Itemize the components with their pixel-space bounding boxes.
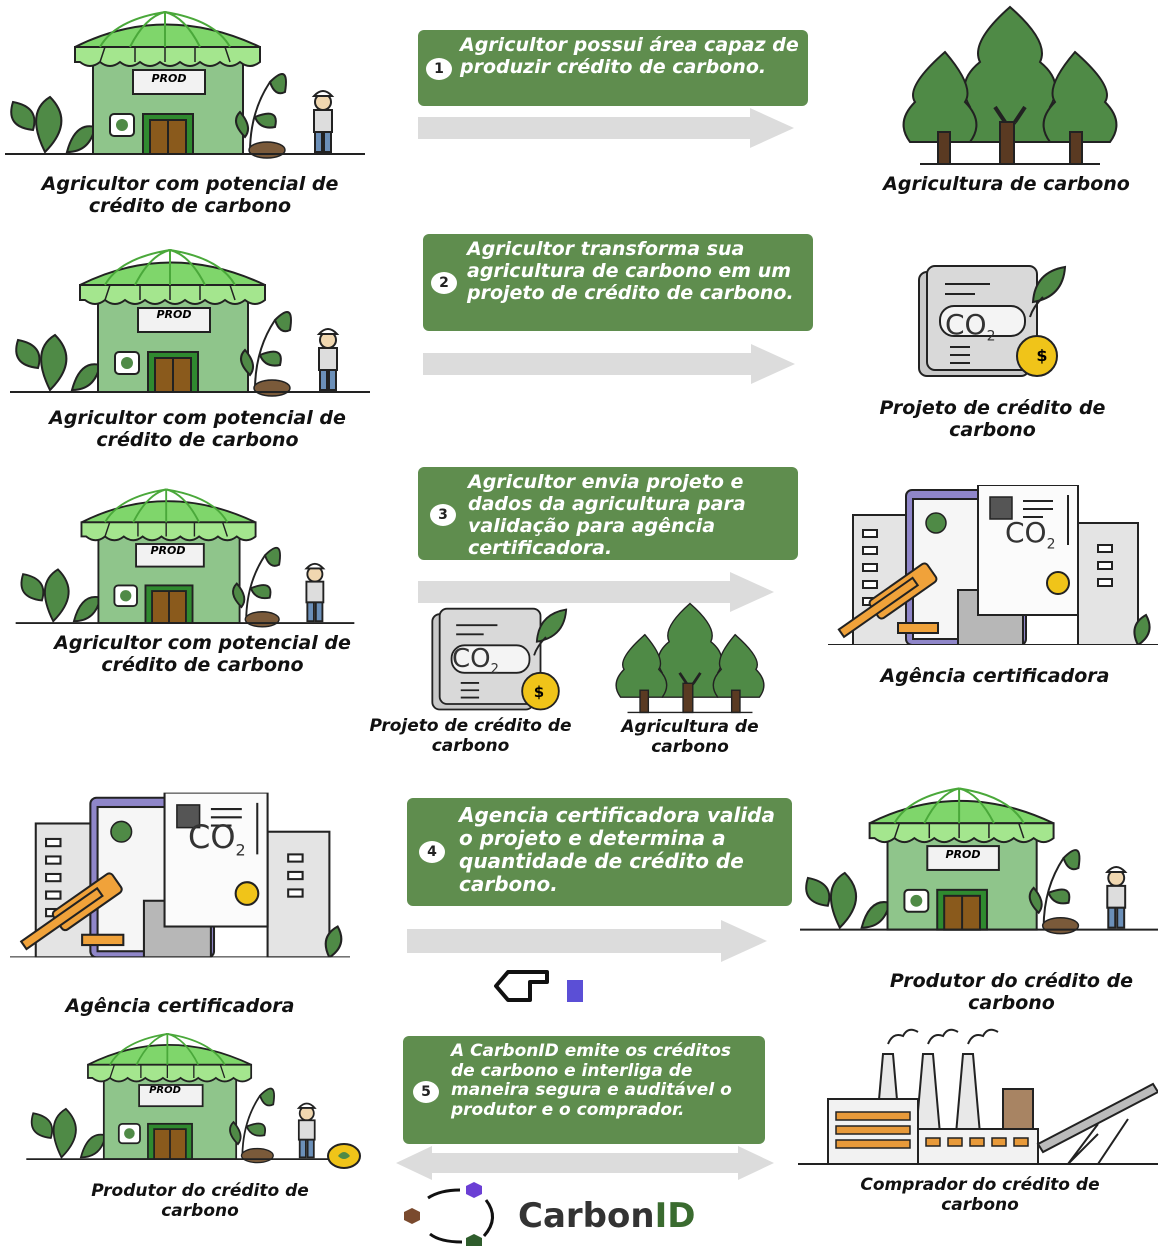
co2-project-document	[422, 605, 582, 715]
step-5-text: A CarbonID emite os créditos de carbono …	[451, 1041, 732, 1120]
shop-sign: PROD	[945, 848, 981, 861]
pointer-hand-icon	[494, 970, 583, 1002]
caption-carbon-farming-1: Agricultura de carbono	[883, 173, 1130, 195]
shop-sign: PROD	[151, 72, 187, 85]
shop-sign: PROD	[156, 308, 192, 321]
coin-icon	[327, 1143, 361, 1169]
step-1-text: Agricultor possui área capaz de produzir…	[460, 34, 799, 78]
shop-illustration	[10, 240, 370, 410]
shop-sign: PROD	[149, 1085, 181, 1096]
co2-text: CO2	[188, 818, 246, 860]
step-4-text: Agencia certificadora valida o projeto e…	[459, 803, 775, 896]
step-3-box: 3 Agricultor envia projeto e dados da ag…	[418, 467, 798, 560]
trees-illustration	[605, 600, 775, 718]
shop-sign: PROD	[150, 544, 186, 557]
step-2-text: Agricultor transforma sua agricultura de…	[467, 238, 794, 304]
caption-project-1: Projeto de crédito de carbono	[879, 397, 1106, 441]
caption-agency-1: Agência certificadora	[880, 665, 1110, 687]
coin-dollar: $	[1036, 346, 1048, 365]
double-arrow	[396, 1146, 774, 1180]
trees-illustration	[900, 2, 1120, 172]
step-5-number: 5	[413, 1081, 439, 1103]
caption-producer-2: Produtor do crédito de carbono	[91, 1181, 309, 1221]
step-3-number: 3	[430, 504, 456, 526]
step-2-box: 2 Agricultor transforma sua agricultura …	[423, 234, 813, 331]
agency-illustration	[10, 775, 350, 975]
factory-illustration	[798, 1024, 1158, 1169]
caption-farmer-3: Agricultor com potencial de crédito de c…	[54, 632, 351, 676]
step-2-number: 2	[431, 272, 457, 294]
shop-illustration	[5, 480, 365, 640]
step-4-box: 4 Agencia certificadora valida o projeto…	[407, 798, 792, 906]
shop-illustration	[800, 778, 1158, 948]
caption-agency-2: Agência certificadora	[65, 995, 295, 1017]
co2-text: CO2	[945, 308, 996, 345]
coin-dollar: $	[533, 683, 545, 701]
step-1-number: 1	[426, 58, 452, 80]
right-arrow-3	[418, 572, 774, 612]
right-arrow-4	[407, 920, 767, 962]
carbonid-logo-mark	[404, 1182, 494, 1246]
caption-farmer-1: Agricultor com potencial de crédito de c…	[41, 173, 339, 217]
step-4-number: 4	[419, 841, 445, 863]
step-1-box: 1 Agricultor possui área capaz de produz…	[418, 30, 808, 106]
right-arrow-1	[418, 108, 794, 148]
step-5-box: 5 A CarbonID emite os créditos de carbon…	[403, 1036, 765, 1144]
step-3-text: Agricultor envia projeto e dados da agri…	[468, 471, 746, 559]
shop-illustration	[5, 2, 365, 172]
caption-producer-1: Produtor do crédito de carbono	[889, 970, 1134, 1014]
caption-buyer: Comprador do crédito de carbono	[860, 1175, 1100, 1215]
agency-illustration	[828, 480, 1158, 650]
caption-farmer-2: Agricultor com potencial de crédito de c…	[49, 407, 346, 451]
carbonid-logo-text: CarbonID	[518, 1196, 696, 1236]
co2-text: CO2	[1005, 516, 1056, 553]
right-arrow-2	[423, 344, 795, 384]
caption-carbon-farming-2: Agricultura de carbono	[621, 717, 759, 757]
caption-project-2: Projeto de crédito de carbono	[369, 716, 572, 756]
shop-illustration	[5, 1025, 365, 1175]
co2-text: CO2	[452, 644, 499, 678]
